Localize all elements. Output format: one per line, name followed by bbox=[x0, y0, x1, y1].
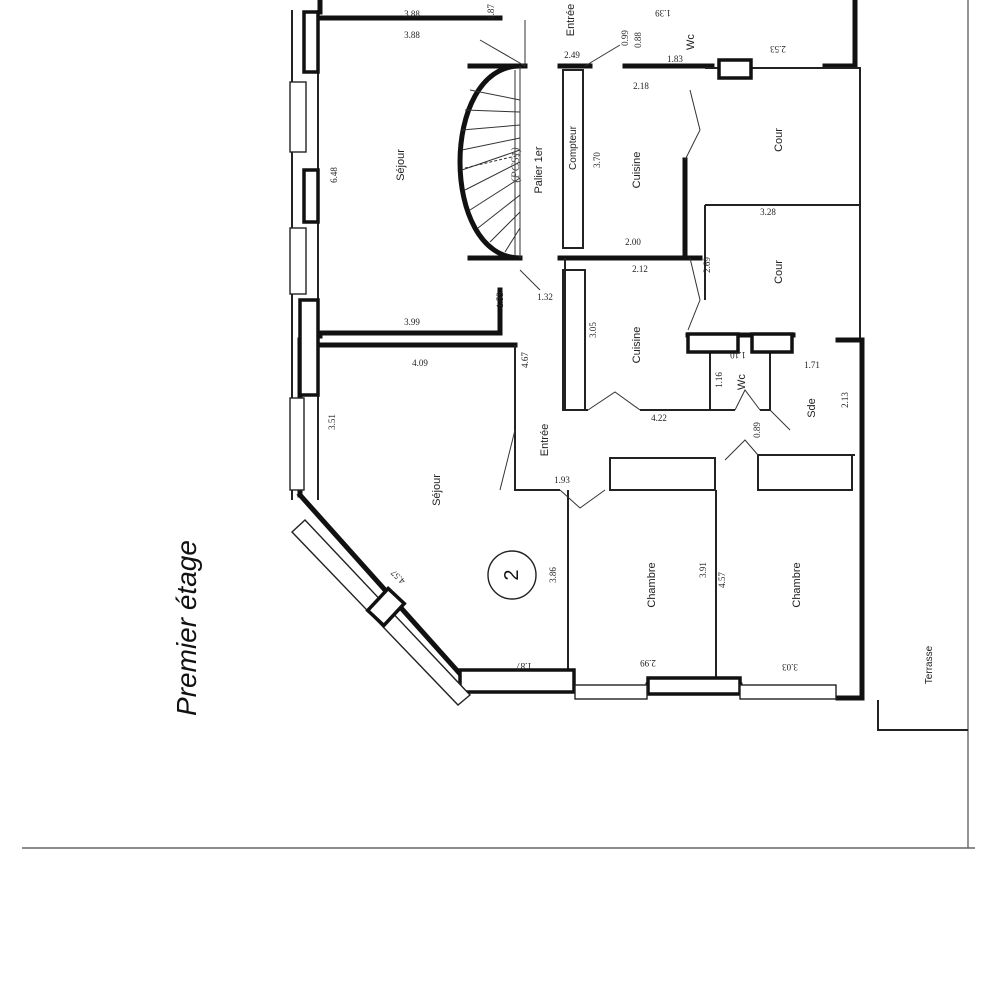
upper-sejour-bottom-wall bbox=[317, 287, 503, 336]
door-swing bbox=[499, 429, 516, 491]
dimension-label: 3.88 bbox=[404, 30, 420, 40]
dimension-label: 0.99 bbox=[620, 30, 630, 46]
pillar bbox=[717, 58, 753, 80]
pillar bbox=[298, 298, 320, 397]
dimension-label: 2.13 bbox=[840, 392, 850, 408]
dimension-label: 3.91 bbox=[698, 562, 708, 578]
dimension-label: 4.67 bbox=[520, 352, 530, 368]
dimension-label: 0.89 bbox=[752, 422, 762, 438]
room-label-compteur: Compteur bbox=[568, 125, 579, 170]
door-swing bbox=[687, 257, 701, 331]
cuisine-lower-bottom-wall bbox=[640, 350, 711, 411]
pillar bbox=[750, 332, 794, 354]
dimension-label: 3.86 bbox=[548, 567, 558, 583]
door-swing bbox=[769, 409, 791, 431]
pillar bbox=[302, 168, 320, 224]
dimension-label: 3.99 bbox=[404, 317, 420, 327]
room-label-sde: Sde bbox=[806, 398, 818, 418]
dimension-label: 1.16 bbox=[714, 372, 724, 388]
dimension-label: 0.88 bbox=[633, 32, 643, 48]
door-swing bbox=[584, 44, 621, 67]
dimension-label: 2.99 bbox=[640, 658, 656, 668]
page-title: Premier étage bbox=[171, 540, 202, 716]
room-label-entree-lower: Entrée bbox=[539, 424, 551, 456]
stair-arrow bbox=[464, 154, 521, 169]
dimension-label: 2.18 bbox=[633, 81, 649, 91]
courtyard-outline bbox=[705, 67, 861, 340]
cuisine-upper-right-wall bbox=[557, 157, 688, 261]
window bbox=[739, 684, 837, 700]
dimension-label: 1.87 bbox=[516, 661, 532, 671]
dimension-label: 1.83 bbox=[667, 54, 683, 64]
dimension-label: 1.39 bbox=[655, 8, 671, 18]
room-label-cuisine-lower: Cuisine bbox=[631, 327, 643, 364]
dimension-label: 1.71 bbox=[804, 360, 820, 370]
dimension-label: 3.03 bbox=[782, 662, 798, 672]
closet bbox=[757, 454, 853, 491]
room-label-cour-upper: Cour bbox=[773, 128, 785, 152]
dimension-label: 1.53 bbox=[495, 292, 505, 308]
room-label-palier: Palier 1er bbox=[533, 146, 545, 193]
dimension-label: 6.48 bbox=[329, 167, 339, 183]
stair-curve bbox=[457, 63, 523, 261]
window bbox=[289, 397, 305, 491]
right-exterior-wall bbox=[835, 337, 865, 701]
dimension-label: 4.09 bbox=[412, 358, 428, 368]
door-swing bbox=[684, 89, 701, 161]
door-swing bbox=[734, 389, 761, 411]
dimension-label: 1.93 bbox=[554, 475, 570, 485]
window bbox=[289, 227, 307, 295]
room-label-cuisine-upper: Cuisine bbox=[631, 152, 643, 189]
lot-number: 2 bbox=[501, 569, 523, 580]
door-swing bbox=[519, 269, 541, 291]
room-label-chambre-left: Chambre bbox=[646, 562, 658, 607]
room-label-terrasse: Terrasse bbox=[924, 645, 935, 684]
room-label-wc-upper: Wc bbox=[685, 34, 697, 50]
door-swing bbox=[559, 489, 606, 509]
pillar bbox=[458, 668, 576, 694]
compteur-strip-lower bbox=[562, 269, 586, 411]
dimension-label: 2.12 bbox=[632, 264, 648, 274]
dimension-label: 3.28 bbox=[760, 207, 776, 217]
room-label-wc-lower: Wc bbox=[736, 374, 748, 390]
room-label-chambre-right: Chambre bbox=[791, 562, 803, 607]
compteur-strip bbox=[562, 69, 584, 249]
dimension-label: 3.51 bbox=[327, 414, 337, 430]
dimension-label: 4.22 bbox=[651, 413, 667, 423]
pillar bbox=[365, 586, 407, 628]
room-label-sejour-upper: Séjour bbox=[395, 149, 407, 181]
room-label-entree-top: Entrée bbox=[565, 4, 577, 36]
dimension-label: 3.70 bbox=[592, 152, 602, 168]
dimension-label: 1.32 bbox=[537, 292, 553, 302]
chambre-top-wall bbox=[609, 457, 716, 491]
window bbox=[574, 684, 648, 700]
courtyard-right-wall bbox=[822, 0, 858, 69]
lot-number-badge bbox=[487, 550, 537, 600]
dimension-label: 1.87 bbox=[486, 4, 496, 20]
room-label-sejour-lower: Séjour bbox=[431, 474, 443, 506]
pillar bbox=[302, 10, 320, 74]
dimension-label: 4.57 bbox=[388, 568, 407, 587]
dimension-label: 3.05 bbox=[588, 322, 598, 338]
dimension-label: 2.69 bbox=[702, 257, 712, 273]
stamp-pcs1: (PCS1) bbox=[508, 147, 522, 182]
door-swing bbox=[724, 439, 759, 461]
dimension-label: 4.57 bbox=[717, 572, 727, 588]
room-label-cour-lower: Cour bbox=[773, 260, 785, 284]
pillar bbox=[686, 332, 740, 354]
dimension-label: 3.88 bbox=[404, 9, 420, 19]
entree-lower-left-wall bbox=[514, 345, 560, 491]
door-swing bbox=[479, 20, 526, 67]
door-swing bbox=[587, 391, 641, 411]
stair-steps bbox=[461, 66, 521, 258]
dimension-label: 2.53 bbox=[770, 44, 786, 54]
dimension-label: 1.10 bbox=[730, 350, 746, 360]
dimension-label: 2.49 bbox=[564, 50, 580, 60]
terrasse-outline bbox=[877, 700, 968, 731]
window bbox=[289, 81, 307, 153]
dimension-label: 2.00 bbox=[625, 237, 641, 247]
pillar bbox=[646, 676, 742, 696]
